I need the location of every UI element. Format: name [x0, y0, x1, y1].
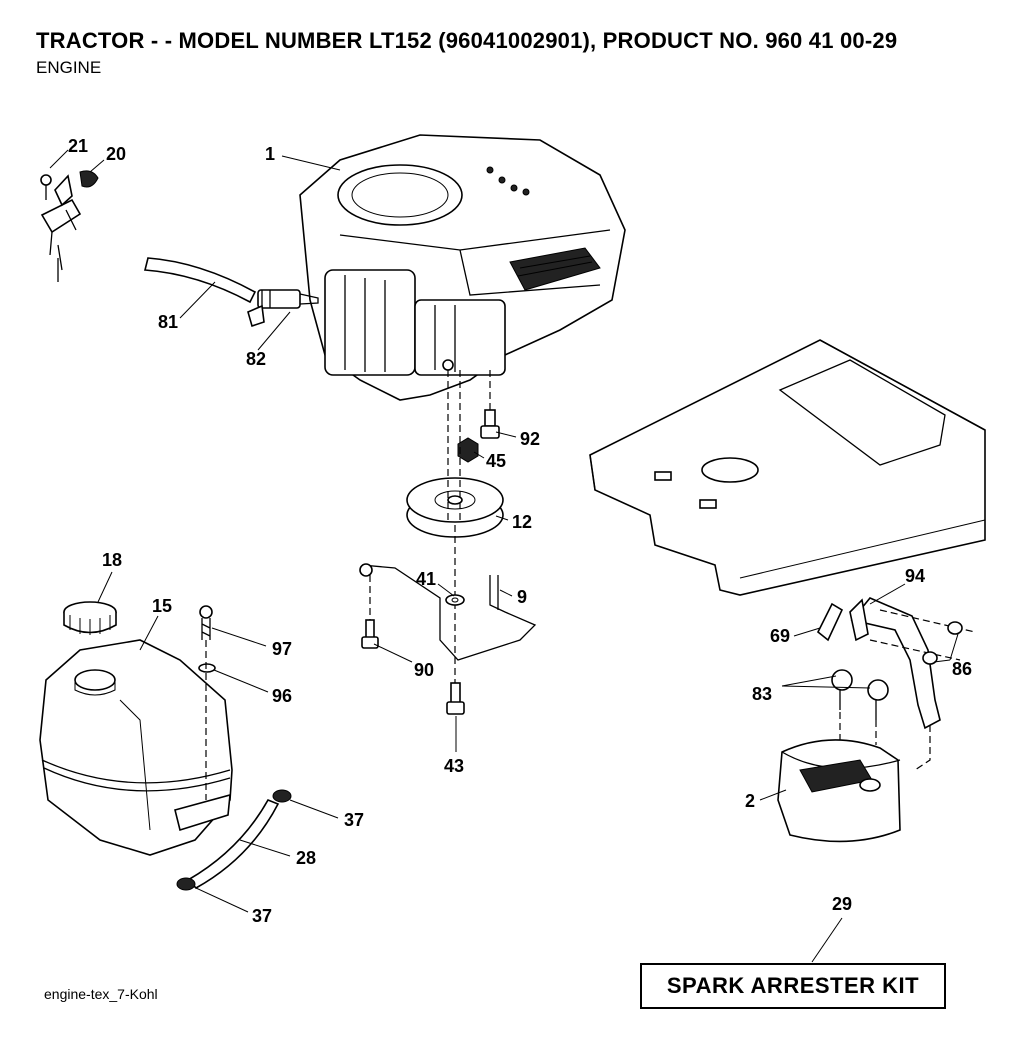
- chassis-plate-part: [589, 339, 986, 596]
- engine-part: [299, 134, 626, 401]
- callout-41: 41: [416, 569, 436, 589]
- bolt-43-part: [446, 682, 465, 715]
- callout-21: 21: [68, 136, 88, 156]
- screw-83-part: [831, 669, 889, 720]
- callout-37-lower: 37: [252, 906, 272, 926]
- throttle-control-part: [40, 170, 99, 282]
- callout-15: 15: [152, 596, 172, 616]
- callout-94: 94: [905, 566, 925, 586]
- callout-37-upper: 37: [344, 810, 364, 830]
- gasket-69-part: [816, 602, 844, 642]
- callout-28: 28: [296, 848, 316, 868]
- callout-45: 45: [486, 451, 506, 471]
- muffler-2-part: [777, 739, 901, 843]
- callout-12: 12: [512, 512, 532, 532]
- callout-81: 81: [158, 312, 178, 332]
- callout-1: 1: [265, 144, 275, 164]
- pulley-12-part: [406, 477, 504, 538]
- fuel-cap-18-part: [63, 601, 117, 635]
- clamp-37-upper-part: [272, 789, 292, 803]
- callout-92: 92: [520, 429, 540, 449]
- screw-97-part: [199, 605, 213, 640]
- callout-97: 97: [272, 639, 292, 659]
- spark-arrester-kit-box: SPARK ARRESTER KIT: [640, 963, 946, 1009]
- nut-86-part: [922, 621, 963, 665]
- drawing-reference: engine-tex_7-Kohl: [44, 986, 158, 1002]
- page-subtitle: ENGINE: [36, 58, 102, 77]
- callout-90: 90: [414, 660, 434, 680]
- leader-lines: [49, 149, 959, 963]
- bolt-90-part: [361, 619, 379, 649]
- washer-96-part: [198, 663, 216, 673]
- callout-82: 82: [246, 349, 266, 369]
- callout-29: 29: [832, 894, 852, 914]
- fuel-line-81-part: [143, 257, 257, 304]
- clamp-37-lower-part: [176, 877, 196, 891]
- callout-96: 96: [272, 686, 292, 706]
- bolt-92-part: [480, 409, 500, 439]
- nut-45-part: [457, 437, 479, 463]
- callout-83: 83: [752, 684, 772, 704]
- callout-86: 86: [952, 659, 972, 679]
- exhaust-pipe-94-part: [849, 597, 941, 730]
- callout-2: 2: [745, 791, 755, 811]
- callout-69: 69: [770, 626, 790, 646]
- callout-43: 43: [444, 756, 464, 776]
- page-title: TRACTOR - - MODEL NUMBER LT152 (96041002…: [36, 28, 898, 53]
- callout-20: 20: [106, 144, 126, 164]
- callout-9: 9: [517, 587, 527, 607]
- washer-41-part: [445, 594, 465, 606]
- fuel-line-28-part: [186, 798, 280, 889]
- fuel-filter-82-part: [247, 289, 319, 328]
- bracket-9-part: [359, 563, 537, 661]
- callout-18: 18: [102, 550, 122, 570]
